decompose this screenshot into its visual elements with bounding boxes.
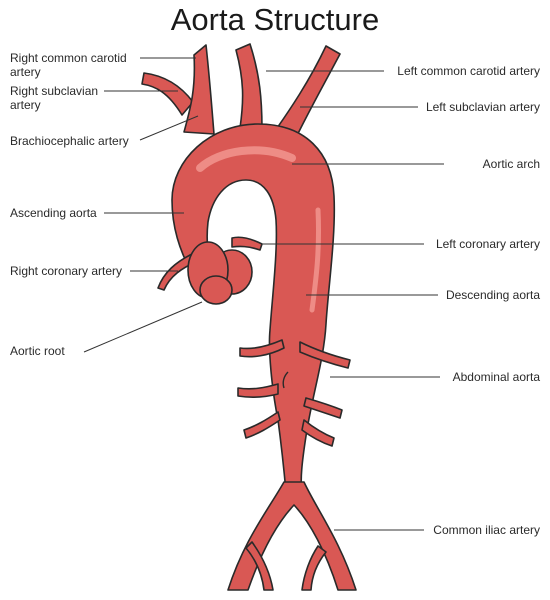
label-left-coronary: Left coronary artery — [435, 237, 540, 251]
label-right-subclavian-line1: Right subclavian — [10, 84, 99, 98]
label-aortic-root: Aortic root — [10, 344, 65, 358]
label-left-common-carotid: Left common carotid artery — [397, 64, 540, 78]
label-right-common-carotid-line1: Right common carotid — [10, 51, 127, 65]
leader-aortic-root — [83, 301, 203, 353]
aortic-root-bulb-3 — [199, 275, 233, 305]
aorta-main-vessel — [171, 123, 336, 493]
brachiocephalic-vessel — [183, 44, 215, 135]
left-common-carotid-vessel — [235, 43, 263, 131]
label-right-common-carotid-line2: artery — [10, 65, 41, 79]
label-abdominal-aorta: Abdominal aorta — [452, 370, 540, 384]
renal-branch-left — [237, 383, 279, 399]
label-aortic-arch: Aortic arch — [482, 157, 540, 171]
label-right-coronary: Right coronary artery — [10, 264, 123, 278]
lower-branch-right — [301, 419, 335, 447]
celiac-branch-left — [239, 339, 285, 358]
right-coronary-vessel — [157, 253, 197, 291]
aorta-vessels — [141, 43, 357, 591]
lower-branch-left — [243, 411, 281, 439]
label-right-common-carotid: Right common carotid artery — [10, 51, 127, 79]
arch-highlight — [196, 146, 296, 172]
label-ascending-aorta: Ascending aorta — [10, 206, 97, 220]
diagram-title: Aorta Structure — [170, 2, 380, 37]
common-iliac-vessel — [227, 481, 357, 591]
renal-branch-right — [303, 397, 343, 419]
celiac-branch-right — [299, 341, 351, 369]
leader-lines — [83, 57, 444, 531]
left-iliac-branch — [245, 541, 274, 591]
label-left-subclavian: Left subclavian artery — [425, 100, 540, 114]
label-right-subclavian-line2: artery — [10, 98, 41, 112]
abdominal-fold — [282, 371, 289, 389]
right-subclavian-vessel — [141, 72, 194, 116]
right-iliac-branch — [301, 545, 327, 591]
descending-highlight — [309, 207, 322, 313]
leader-brachiocephalic — [139, 115, 199, 141]
label-common-iliac: Common iliac artery — [433, 523, 540, 537]
label-brachiocephalic: Brachiocephalic artery — [10, 134, 129, 148]
label-right-subclavian: Right subclavian artery — [10, 84, 98, 112]
left-coronary-vessel — [231, 236, 263, 251]
label-descending-aorta: Descending aorta — [445, 288, 540, 302]
